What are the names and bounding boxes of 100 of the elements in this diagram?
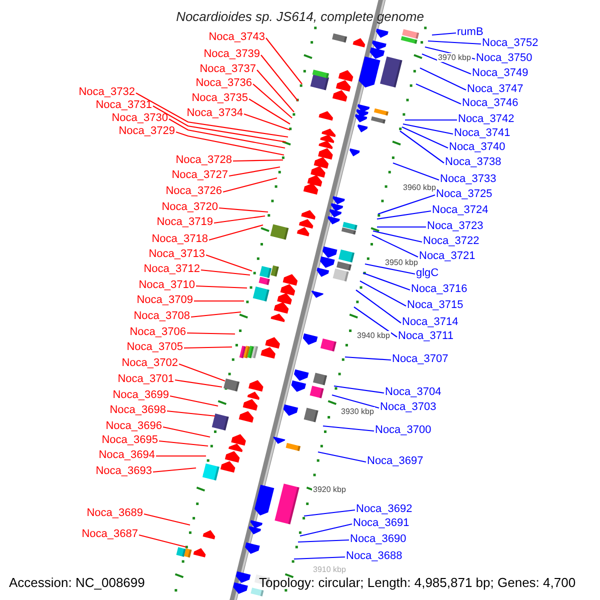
leader-line bbox=[344, 356, 392, 361]
leader-line bbox=[252, 84, 292, 118]
gene-label: Noca_3721 bbox=[419, 250, 476, 263]
leader-line bbox=[228, 166, 280, 177]
gene-label: Noca_3750 bbox=[476, 52, 532, 65]
leader-line bbox=[190, 311, 242, 318]
gene-label: Noca_3689 bbox=[86, 507, 143, 520]
gene-label: Noca_3697 bbox=[367, 455, 424, 468]
leader-line bbox=[304, 509, 356, 517]
gene-label: Noca_3731 bbox=[96, 99, 152, 112]
gene-label: Noca_3687 bbox=[82, 528, 138, 541]
gene-label: Noca_3747 bbox=[467, 83, 524, 96]
leader-line bbox=[416, 84, 462, 104]
gene-label: Noca_3696 bbox=[106, 420, 162, 433]
leader-line bbox=[266, 38, 302, 84]
leader-line bbox=[136, 92, 288, 138]
gene-label: Noca_3699 bbox=[112, 389, 169, 402]
gene-label: Noca_3742 bbox=[458, 113, 514, 126]
leader-line bbox=[174, 379, 222, 388]
gene-label: Noca_3732 bbox=[78, 86, 135, 99]
scale-label: 3950 kbp bbox=[384, 258, 419, 267]
gene-label: Noca_3722 bbox=[423, 235, 480, 248]
leader-line bbox=[144, 513, 190, 526]
leader-line bbox=[322, 425, 374, 432]
leader-line bbox=[432, 32, 456, 36]
leader-line bbox=[376, 210, 432, 220]
gene-label: Noca_3710 bbox=[138, 279, 195, 292]
leader-line bbox=[152, 106, 286, 143]
leader-line bbox=[372, 230, 422, 243]
gene-label: Noca_3740 bbox=[449, 141, 506, 154]
gene-label: Noca_3692 bbox=[356, 503, 412, 516]
gene-label: Noca_3720 bbox=[162, 201, 218, 214]
gene-label: Noca_3700 bbox=[375, 424, 432, 437]
leader-line bbox=[364, 263, 416, 275]
gene-label: Noca_3746 bbox=[462, 97, 518, 110]
gene-label: Noca_3704 bbox=[385, 386, 442, 399]
leader-line bbox=[422, 54, 472, 74]
gene-label: Noca_3724 bbox=[432, 204, 488, 217]
gene-label: Noca_3712 bbox=[144, 263, 200, 276]
gene-label: Noca_3726 bbox=[166, 185, 222, 198]
gene-label: Noca_3743 bbox=[208, 31, 265, 44]
gene-label: Noca_3716 bbox=[411, 283, 468, 296]
leader-line bbox=[208, 224, 264, 241]
leader-line bbox=[428, 40, 482, 45]
scale-label: 3910 kbp bbox=[312, 565, 347, 574]
leader-line bbox=[318, 451, 366, 463]
gene-label: Noca_3706 bbox=[130, 326, 186, 339]
gene-label: Noca_3698 bbox=[110, 404, 166, 417]
leader-line bbox=[260, 54, 298, 102]
leader-line bbox=[218, 207, 268, 213]
leader-line bbox=[244, 113, 290, 131]
gene-label: Noca_3728 bbox=[176, 154, 232, 167]
leader-line bbox=[186, 332, 236, 335]
leader-line bbox=[362, 272, 410, 291]
gene-label: Noca_3733 bbox=[440, 173, 496, 186]
leader-line bbox=[405, 119, 457, 121]
leader-line bbox=[378, 194, 436, 215]
leader-line bbox=[162, 426, 210, 438]
leader-line bbox=[356, 290, 402, 324]
leader-line bbox=[176, 131, 284, 156]
leader-line bbox=[178, 363, 226, 382]
gene-label: Noca_3714 bbox=[402, 316, 458, 329]
leader-line bbox=[166, 410, 216, 417]
gene-label: Noca_3749 bbox=[472, 67, 528, 80]
leader-line bbox=[372, 234, 418, 258]
gene-label: Noca_3739 bbox=[204, 48, 260, 61]
gene-label: Noca_3737 bbox=[200, 63, 256, 76]
gene-label: Noca_3738 bbox=[445, 156, 502, 169]
gene-label: Noca_3709 bbox=[136, 294, 193, 307]
leader-line bbox=[170, 395, 218, 407]
gene-label: Noca_3713 bbox=[148, 248, 205, 261]
leader-line bbox=[334, 385, 384, 394]
gene-label: Noca_3725 bbox=[436, 188, 492, 201]
gene-label: Noca_3708 bbox=[134, 310, 190, 323]
leader-line bbox=[152, 467, 196, 473]
gene-label: Noca_3752 bbox=[482, 37, 538, 50]
leader-line bbox=[298, 539, 350, 543]
leader-line bbox=[196, 285, 248, 289]
gene-label: Noca_3695 bbox=[102, 434, 158, 447]
scale-label: 3940 kbp bbox=[356, 331, 391, 340]
leader-line bbox=[256, 70, 294, 112]
leader-line bbox=[420, 68, 466, 90]
leader-line bbox=[214, 215, 266, 224]
leader-line bbox=[222, 177, 278, 193]
gene-label: Noca_3715 bbox=[407, 299, 464, 312]
leader-line bbox=[300, 523, 352, 537]
footer-text: Accession: NC_008699 bbox=[9, 575, 145, 590]
leader-line bbox=[232, 159, 284, 162]
gene-label: Noca_3711 bbox=[398, 330, 454, 343]
leader-line bbox=[400, 130, 444, 164]
gene-label: Noca_3694 bbox=[98, 449, 155, 462]
leader-line bbox=[184, 346, 232, 349]
gene-label: Noca_3736 bbox=[196, 77, 252, 90]
gene-label: Noca_3723 bbox=[427, 220, 484, 233]
leader-line bbox=[402, 123, 454, 135]
gene-label: Noca_3718 bbox=[152, 233, 208, 246]
leader-line bbox=[248, 98, 290, 124]
leader-line bbox=[194, 300, 244, 302]
gene-label: Noca_3735 bbox=[192, 92, 248, 105]
title: Nocardioides sp. JS614, complete genome bbox=[176, 9, 424, 24]
